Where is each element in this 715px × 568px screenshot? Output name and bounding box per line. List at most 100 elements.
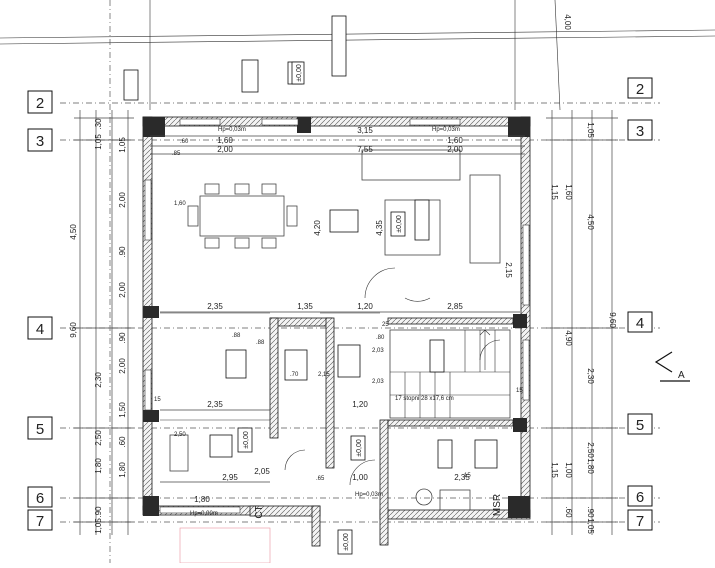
axis-left-2-label: 2 [36,95,44,112]
mark-3: 25 [382,322,389,328]
dim-left-o-2: 4,50 [69,224,78,240]
room-level-0: ±0,00 [396,215,403,233]
axis-right-6-label: 6 [636,489,644,506]
mark-9: 2,03 [372,379,384,385]
stamp-area [179,527,271,564]
mid-dim-9: 1,00 [352,473,368,482]
dim-right-i-4: 1,15 [550,462,559,478]
room-levels: ±0,00 ±0,00 ±0,00 ±0,00 ±0,00 [237,61,406,555]
mark-15: 1,60 [174,201,186,207]
axis-right-5-label: 5 [636,417,644,434]
dim-left-i-7: .60 [118,436,127,448]
sofa [361,149,461,181]
mid-dim-12: 4,35 [375,220,384,236]
chair [261,183,277,195]
dim-right-o-1: 1,05 [586,122,595,138]
chair [204,183,220,195]
furniture [169,149,501,511]
axis-right-5: 5 [627,413,653,435]
mid-dim-1: 1,35 [297,302,313,311]
room-level-4: ±0,00 [296,64,303,82]
mid-dim-10: 2,35 [454,473,470,482]
mid-dim-11: 4,20 [313,220,322,236]
section-mark: A [654,351,690,382]
chair [234,237,250,249]
dim-left-i-6: 1,50 [118,402,127,418]
section-label: A [678,370,685,381]
mark-8: 2,03 [372,348,384,354]
stairs: 17 stopni 28 x17,6 cm [389,329,511,419]
axis-left-6: 6 [27,486,53,508]
mid-dim-7: 2,05 [254,467,270,476]
dim-right-o-7: 1,80 [586,458,595,474]
top-room-tag [241,59,259,93]
code-ct: CT [254,505,265,518]
sink [439,489,471,511]
mid-dim-6: 2,95 [222,473,238,482]
mark-10: .80 [376,335,385,341]
dim-right-i-3: 1,00 [564,462,573,478]
stove [169,434,189,472]
axis-left-6-label: 6 [36,490,44,507]
dim-right-o-9: 1,05 [586,518,595,534]
door-swings [284,267,501,486]
top-dim-5: 2,00 [447,145,463,154]
axis-left-3: 3 [27,128,53,152]
axis-right-6: 6 [627,485,653,507]
windows [144,118,530,514]
dim-right-o-8: .90 [586,506,595,518]
top-dim-4: 1,60 [447,136,463,145]
codes: CT MSR [254,494,503,519]
dim-left-i-1: 2,00 [118,192,127,208]
mid-dim-0: 2,35 [207,302,223,311]
axis-right-2-label: 2 [636,81,644,98]
dim-left-i-2: .90 [118,246,127,258]
room-level-3: ±0,00 [343,533,350,551]
dim-left-i-0: 1,05 [118,137,127,153]
mid-dim-3: 2,85 [447,302,463,311]
dim-right-o-5: 2,30 [586,368,595,384]
top-dim-0: 3,15 [357,126,373,135]
mark-11: .88 [256,340,265,346]
axis-right-7-label: 7 [636,513,644,530]
room-level-2: ±0,00 [356,439,363,457]
dim-right-i-2: 2,15 [504,262,513,278]
mid-dims: 2,35 1,35 1,20 2,85 2,35 1,20 2,95 2,05 … [160,220,520,504]
mark-1: 15 [154,397,161,403]
dining-table [199,195,285,237]
mid-dim-5: 1,20 [352,400,368,409]
dim-right-i-1: 1,15 [550,184,559,200]
mid-dim-8: 1,80 [194,495,210,504]
axis-labels-left: 2 3 4 5 6 7 [27,90,53,531]
chair [286,205,298,227]
axis-right-2: 2 [627,77,653,99]
axis-right-7: 7 [627,509,653,531]
mark-0: 15 [516,388,523,394]
small-marks: 15 15 15 25 .60 .88 .70 2,15 2,03 2,03 .… [154,139,523,482]
sofa-side [469,174,501,264]
axis-left-5-label: 5 [36,421,44,438]
chair [261,237,277,249]
axis-left-5: 5 [27,416,53,440]
dim-left-o-3: 9,60 [69,322,78,338]
chair [204,237,220,249]
axis-left-7-label: 7 [36,513,44,530]
dim-left-o-7: .90 [94,506,103,518]
room-tags [209,199,498,469]
dim-right-o-4: 4,90 [564,330,573,346]
top-note-tag [331,15,347,77]
hp-label-3: Hp=0,90m [190,511,218,517]
dim-left-o-4: 2,30 [94,372,103,388]
axis-right-3: 3 [627,119,653,141]
dim-right-o-0: 4,00 [563,14,572,30]
axis-left-2: 2 [27,90,53,114]
axis-left-4: 4 [27,316,53,340]
mark-14: .85 [172,151,181,157]
chair [187,205,199,227]
hp-label-1: Hp=0,03m [432,127,460,133]
axis-labels-right: 2 3 4 5 6 7 [627,77,653,531]
mark-6: .70 [290,372,299,378]
dim-left-i-3: 2,00 [118,282,127,298]
mark-2: 15 [464,473,471,479]
